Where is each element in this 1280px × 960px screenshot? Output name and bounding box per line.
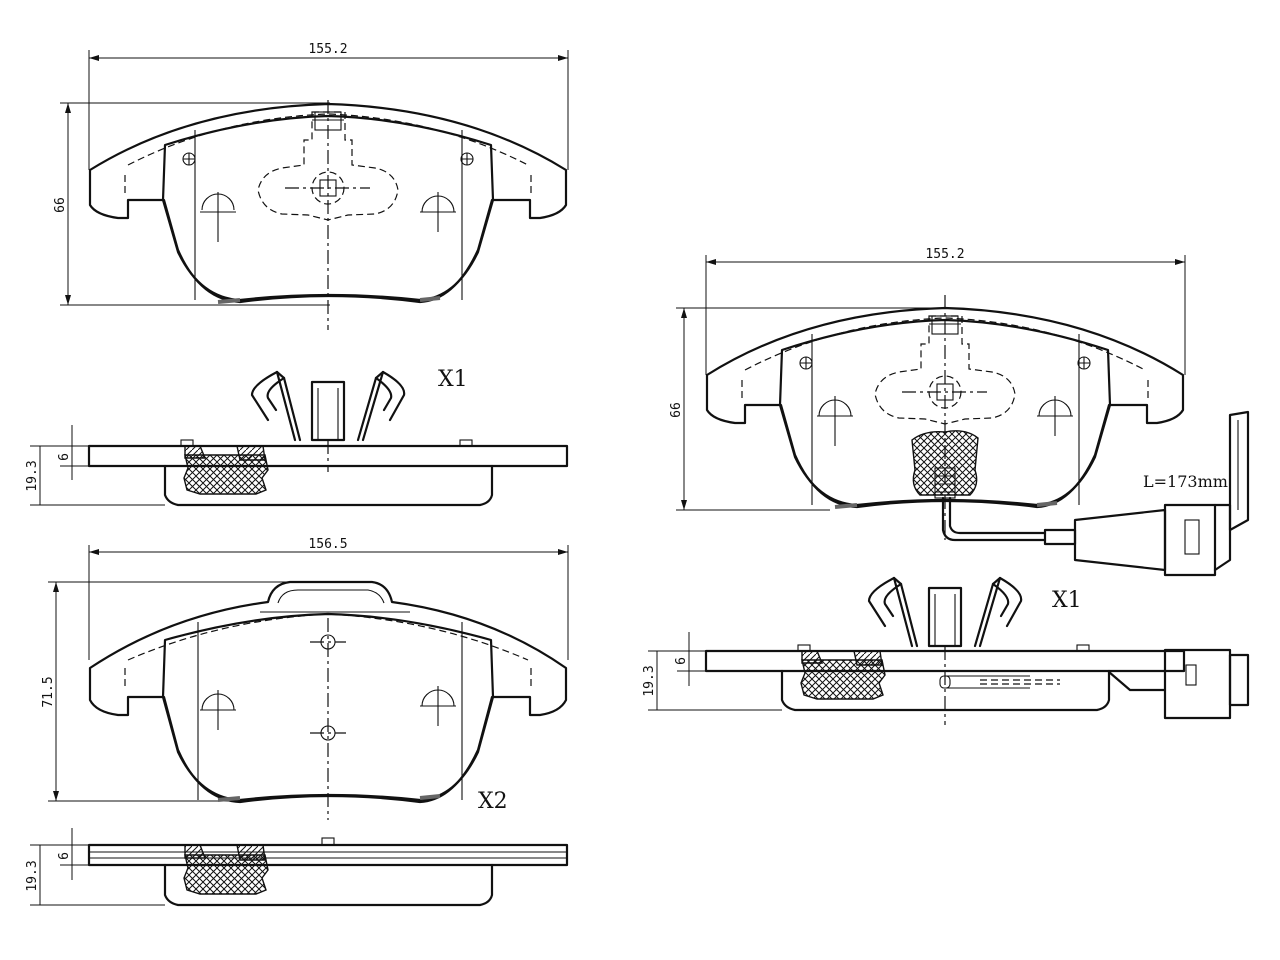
width-dimension: 155.2	[88, 42, 569, 170]
plate-label: 6	[674, 657, 689, 665]
width-label: 155.2	[308, 42, 347, 57]
pad-bottom-left-side-view: 19.3 6	[25, 828, 569, 907]
width-dimension: 156.5	[88, 537, 569, 660]
width-label: 155.2	[925, 247, 964, 262]
section-cut-crosshatch	[183, 454, 269, 495]
quantity-label: X2	[478, 789, 508, 814]
thickness-label: 19.3	[642, 665, 657, 696]
pad-right-side-view: X1 19.3 6	[642, 576, 1250, 725]
thickness-dimension: 19.3 6	[25, 425, 165, 506]
plate-label: 6	[57, 453, 72, 461]
locator-mark-right	[420, 192, 456, 232]
wear-sensor-wire	[941, 410, 1250, 577]
thickness-dimension: 19.3 6	[25, 828, 165, 906]
pad-top-left-side-view: X1 19.3 6	[25, 367, 569, 507]
pad-right-front-view: 155.2 66	[669, 247, 1250, 577]
locator-mark-right	[420, 686, 456, 726]
height-dimension: 71.5	[41, 581, 290, 802]
locator-mark-left	[200, 192, 236, 242]
width-dimension: 155.2	[705, 247, 1186, 375]
width-label: 156.5	[308, 537, 347, 552]
locator-mark-left	[817, 396, 853, 446]
quantity-label: X1	[438, 367, 468, 392]
wire-length-label: L=173mm	[1143, 472, 1228, 491]
wear-sensor-crosshatch	[911, 430, 979, 496]
pad-top-left-front-view: 155.2 66	[53, 42, 569, 330]
pad-bottom-left-front-view: 156.5 71.5 X2	[41, 537, 569, 820]
thickness-label: 19.3	[25, 860, 40, 891]
height-dimension: 66	[53, 102, 330, 306]
locator-mark-right	[1037, 396, 1073, 436]
thickness-label: 19.3	[25, 460, 40, 491]
height-label: 66	[669, 402, 684, 418]
locator-mark-left	[200, 690, 236, 730]
height-label: 66	[53, 197, 68, 213]
height-dimension: 66	[669, 307, 940, 511]
quantity-label: X1	[1052, 588, 1082, 613]
plate-label: 6	[57, 852, 72, 860]
height-label: 71.5	[41, 676, 56, 707]
thickness-dimension: 19.3 6	[642, 632, 782, 711]
